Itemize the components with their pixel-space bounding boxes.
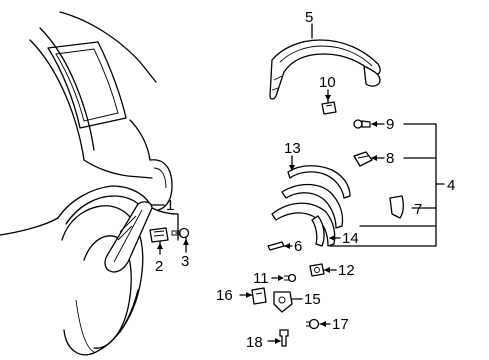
screw-part-11 [284,273,297,283]
arrow-16 [246,292,252,298]
screw-part-3 [171,227,190,239]
clip-part-16 [251,287,267,305]
vehicle-body-outline [0,11,179,356]
arrow-14 [329,235,335,241]
arrow-12 [324,267,330,273]
moulding-part-13 [287,165,351,199]
arrow-13 [289,165,295,171]
callout-5: 5 [305,9,313,26]
arrow-11 [278,275,284,281]
clip-part-10 [321,101,337,115]
callout-7: 7 [414,201,422,218]
fender-liner-part-1 [104,201,153,273]
callout-14: 14 [342,230,359,247]
bolt-part-18 [279,329,289,347]
strip-part-6 [267,241,285,251]
callout-6: 6 [294,238,302,255]
callout-11: 11 [253,270,269,287]
clip-part-8 [353,151,373,167]
arrow-6 [284,243,290,249]
arrow-2 [157,243,163,249]
callout-3: 3 [181,253,189,270]
moulding-part-14 [271,183,344,247]
arrow-8 [371,155,377,161]
callout-10: 10 [319,74,336,91]
callout-13: 13 [284,140,301,157]
clip-part-2 [149,227,169,243]
arrow-17 [320,321,326,327]
callout-9: 9 [386,116,394,133]
pad-part-7 [389,195,404,219]
arrow-3 [183,239,189,245]
callout-15: 15 [304,291,321,308]
callout-8: 8 [386,150,394,167]
fender-flare-part-5 [269,39,381,100]
grommet-part-12 [309,263,325,277]
screw-part-9 [353,119,371,129]
bracket-4 [329,123,445,247]
callout-2: 2 [155,258,163,275]
callout-17: 17 [332,316,349,333]
callout-16: 16 [216,287,233,304]
arrow-9 [371,121,377,127]
bracket-part-15 [273,291,293,313]
callout-1: 1 [166,197,174,214]
nut-part-17 [306,318,320,330]
arrow-10 [325,95,331,101]
callout-4: 4 [447,177,455,194]
callout-12: 12 [338,262,355,279]
arrow-18 [275,338,281,344]
callout-18: 18 [246,334,263,351]
